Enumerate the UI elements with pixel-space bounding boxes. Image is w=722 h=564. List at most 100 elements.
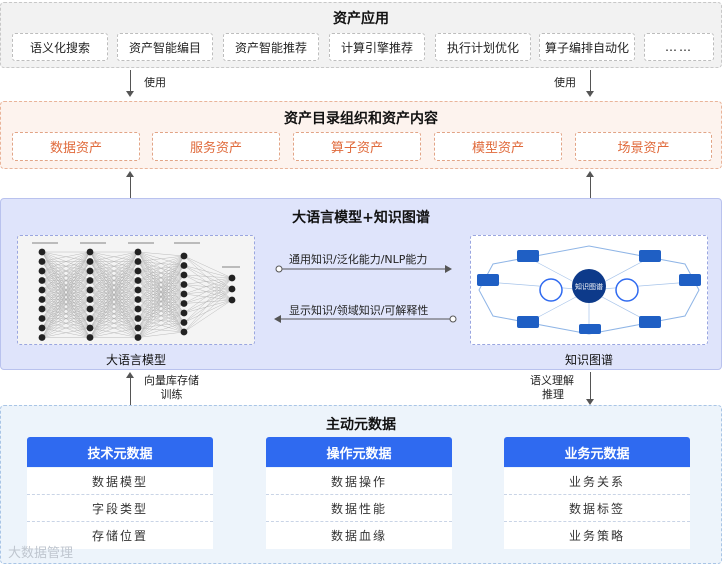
nn-node (134, 296, 142, 303)
nn-node (228, 296, 236, 304)
nn-connection (137, 251, 185, 257)
semantic-arrow-head (586, 399, 594, 405)
nn-connection (89, 261, 139, 338)
nn-connection (137, 284, 185, 338)
catalog-item-scenario: 场景资产 (575, 132, 712, 161)
asset-application-title: 资产应用 (333, 11, 389, 27)
catalog-item-data: 数据资产 (12, 132, 140, 161)
semantic-label: 语义理解 推理 (530, 374, 574, 402)
app-item-smart-catalog: 资产智能编目 (117, 33, 213, 61)
nn-connection (41, 251, 91, 310)
semantic-label-line1: 语义理解 (530, 374, 574, 387)
nn-connection (41, 251, 91, 291)
nn-connection (89, 270, 139, 338)
nn-connection (89, 251, 139, 291)
nn-node (86, 305, 94, 313)
card-row: 业务关系 (504, 468, 690, 495)
nn-connection (183, 277, 233, 304)
card-row: 存储位置 (27, 522, 213, 549)
catalog-item-operator: 算子资产 (293, 132, 421, 161)
nn-node (134, 324, 142, 332)
nn-connection (183, 255, 233, 290)
knowledge-graph-icon: 知识图谱 (477, 245, 701, 335)
kg-panel: 知识图谱 (470, 235, 708, 345)
nn-node (86, 286, 94, 294)
nn-connection (89, 308, 139, 338)
card-row: 业务策略 (504, 522, 690, 549)
nn-connection (41, 327, 91, 338)
llm-kg-title: 大语言模型+知识图谱 (292, 210, 430, 226)
nn-connection (41, 251, 91, 262)
nn-connection (183, 288, 233, 295)
nn-node (134, 248, 142, 256)
nn-connection (89, 251, 139, 272)
nn-connection (89, 251, 139, 319)
nn-connection (89, 251, 139, 281)
app-item-more: …… (644, 33, 714, 61)
up-arrow-left-line (130, 176, 131, 198)
use-arrow-left-line (130, 70, 131, 92)
nn-node (180, 309, 188, 317)
nn-connection (89, 251, 139, 300)
catalog-item-service: 服务资产 (152, 132, 280, 161)
nn-node (180, 290, 188, 298)
nn-node (134, 277, 142, 284)
nn-connection (137, 303, 185, 338)
nn-connection (89, 251, 139, 310)
semantic-label-line2: 推理 (542, 388, 564, 401)
app-item-operator-orchestration: 算子编排自动化 (539, 33, 635, 61)
card-row: 数据血缘 (266, 522, 452, 549)
nn-node (86, 315, 94, 322)
nn-connection (183, 274, 233, 301)
use-arrow-left-head (126, 91, 134, 97)
nn-connection (183, 277, 233, 333)
neural-network-icon (32, 242, 240, 341)
nn-connection (89, 251, 139, 262)
nn-connection (183, 288, 233, 323)
nn-connection (137, 255, 185, 310)
nn-connection (89, 327, 139, 338)
nn-connection (41, 308, 91, 338)
nn-connection (183, 299, 233, 323)
nn-node (134, 267, 142, 275)
nn-connection (183, 277, 233, 323)
backward-label: 显示知识/领域知识/可解释性 (289, 304, 429, 317)
up-arrow-right-line (590, 176, 591, 198)
nn-node (86, 296, 94, 303)
nn-node (180, 271, 188, 279)
catalog-item-model: 模型资产 (434, 132, 562, 161)
vector-arrow-head (126, 372, 134, 378)
nn-connection (41, 251, 91, 300)
up-arrow-left-head (126, 171, 134, 177)
nn-connection (41, 251, 91, 338)
nn-node (38, 296, 46, 303)
nn-connection (41, 251, 91, 329)
forward-arrow (275, 265, 452, 273)
operational-metadata-card: 操作元数据 数据操作 数据性能 数据血缘 (266, 437, 452, 552)
asset-application-section: 资产应用 语义化搜索 资产智能编目 资产智能推荐 计算引擎推荐 执行计划优化 算… (0, 2, 722, 68)
nn-connection (183, 277, 233, 285)
nn-node (38, 267, 46, 275)
vector-label-line1: 向量库存储 (144, 374, 199, 387)
nn-connection (137, 255, 185, 281)
nn-connection (89, 289, 139, 338)
app-item-plan-optimization: 执行计划优化 (435, 33, 531, 61)
forward-label: 通用知识/泛化能力/NLP能力 (289, 253, 428, 266)
vector-arrow-line (130, 377, 131, 405)
nn-connection (183, 299, 233, 314)
nn-connection (41, 270, 91, 338)
kg-center-text: 知识图谱 (575, 282, 603, 291)
nn-node (134, 286, 142, 294)
llm-kg-section: 大语言模型+知识图谱 大语言模型 通用知识/泛化能力/NLP能力 显示知识/领域… (0, 198, 722, 370)
nn-connection (89, 251, 139, 338)
vector-label: 向量库存储 训练 (144, 374, 199, 402)
nn-node (38, 286, 46, 294)
nn-connection (183, 293, 233, 301)
nn-connection (41, 289, 91, 338)
technical-metadata-card: 技术元数据 数据模型 字段类型 存储位置 (27, 437, 213, 552)
nn-node (180, 281, 188, 288)
use-label-right: 使用 (554, 76, 576, 89)
nn-connection (41, 280, 91, 338)
asset-catalog-section: 资产目录组织和资产内容 数据资产 服务资产 算子资产 模型资产 场景资产 (0, 101, 722, 169)
nn-connection (89, 251, 139, 329)
